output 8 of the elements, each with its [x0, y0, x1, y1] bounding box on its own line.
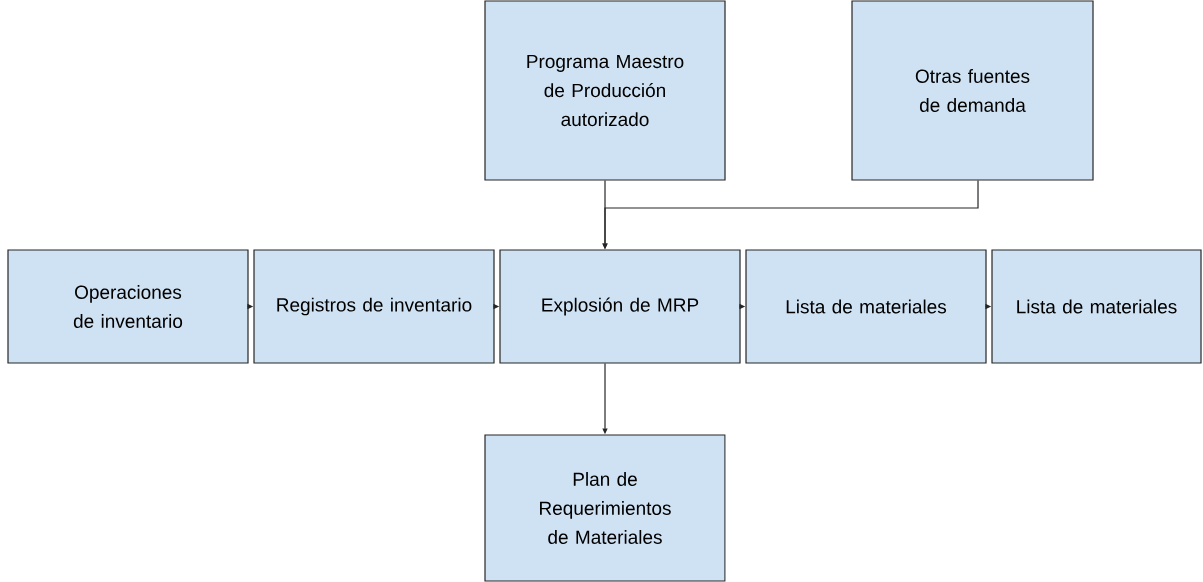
process-box: Lista de materiales [991, 249, 1202, 364]
process-box: Otras fuentes de demanda [851, 0, 1094, 181]
process-box: Plan de Requerimientos de Materiales [484, 434, 726, 582]
process-box: Explosión de MRP [499, 249, 741, 364]
process-box: Programa Maestro de Producción autorizado [484, 0, 726, 181]
process-box: Operaciones de inventario [7, 249, 249, 364]
process-box: Lista de materiales [745, 249, 987, 364]
process-box: Registros de inventario [253, 249, 495, 364]
